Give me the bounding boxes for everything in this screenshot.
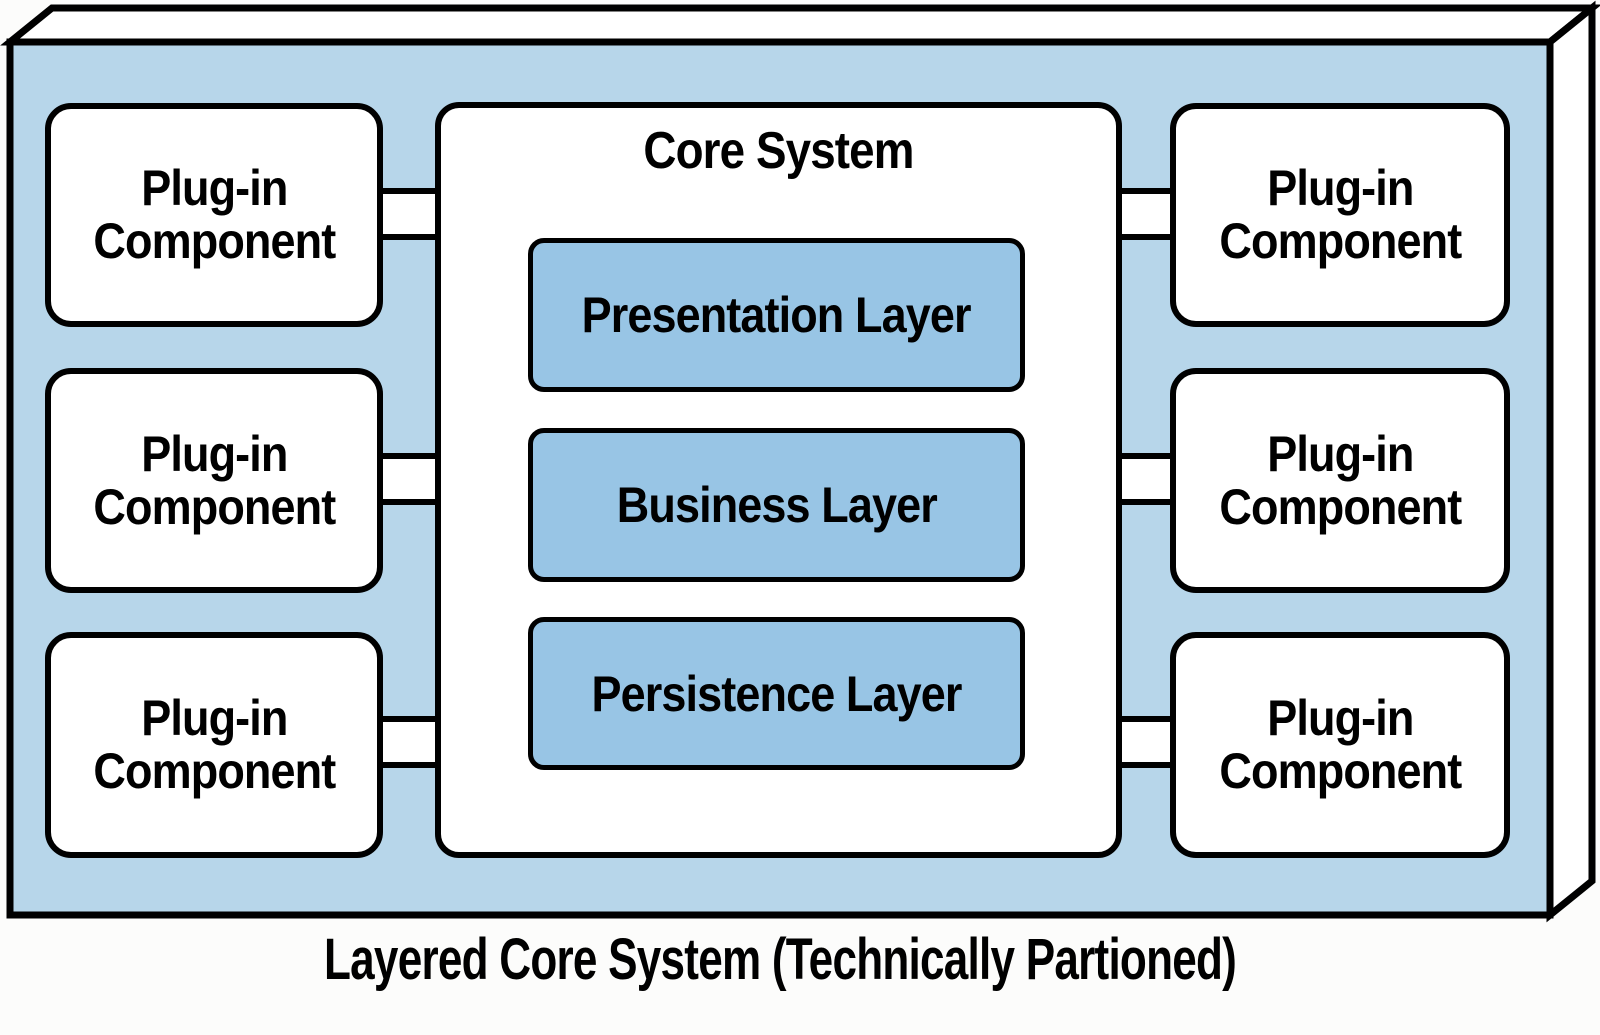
plugin-component-label: Plug-in Component	[1219, 690, 1462, 799]
presentation-layer-box: Presentation Layer	[528, 238, 1025, 392]
plugin-component-label: Plug-in Component	[93, 690, 336, 799]
plugin-label-line2: Component	[1219, 743, 1462, 799]
plugin-label-line1: Plug-in	[140, 160, 288, 216]
connector-right-1	[1116, 188, 1178, 240]
plugin-label-line2: Component	[93, 743, 336, 799]
slab-top-face	[0, 4, 1600, 46]
business-layer-label: Business Layer	[616, 477, 937, 533]
plugin-label-line2: Component	[1219, 478, 1462, 535]
plugin-component-right-2: Plug-in Component	[1170, 368, 1510, 593]
plugin-component-left-1: Plug-in Component	[45, 103, 383, 327]
plugin-component-label: Plug-in Component	[1219, 160, 1462, 269]
core-system-title: Core System	[435, 121, 1122, 181]
connector-right-2	[1116, 453, 1178, 505]
plugin-component-right-1: Plug-in Component	[1170, 103, 1510, 327]
plugin-label-line1: Plug-in	[1266, 425, 1414, 482]
diagram-caption: Layered Core System (Technically Partion…	[10, 926, 1550, 993]
plugin-label-line1: Plug-in	[1266, 160, 1414, 216]
plugin-label-line2: Component	[93, 478, 336, 535]
business-layer-box: Business Layer	[528, 428, 1025, 582]
plugin-label-line1: Plug-in	[1266, 690, 1414, 746]
plugin-label-line2: Component	[1219, 213, 1462, 269]
plugin-component-left-2: Plug-in Component	[45, 368, 383, 593]
plugin-label-line1: Plug-in	[140, 425, 288, 482]
persistence-layer-label: Persistence Layer	[591, 665, 963, 722]
diagram-caption-text: Layered Core System (Technically Partion…	[323, 927, 1237, 992]
plugin-component-right-3: Plug-in Component	[1170, 632, 1510, 858]
plugin-component-left-3: Plug-in Component	[45, 632, 383, 858]
connector-right-3	[1116, 716, 1178, 768]
plugin-component-label: Plug-in Component	[93, 425, 336, 535]
presentation-layer-label: Presentation Layer	[582, 287, 972, 343]
connector-left-3	[379, 716, 441, 768]
core-system-title-text: Core System	[643, 122, 914, 180]
connector-left-1	[379, 188, 441, 240]
plugin-label-line1: Plug-in	[140, 690, 288, 746]
plugin-label-line2: Component	[93, 213, 336, 269]
persistence-layer-box: Persistence Layer	[528, 617, 1025, 770]
plugin-component-label: Plug-in Component	[93, 160, 336, 269]
connector-left-2	[379, 453, 441, 505]
plugin-component-label: Plug-in Component	[1219, 425, 1462, 535]
slab-right-face	[1546, 0, 1596, 923]
